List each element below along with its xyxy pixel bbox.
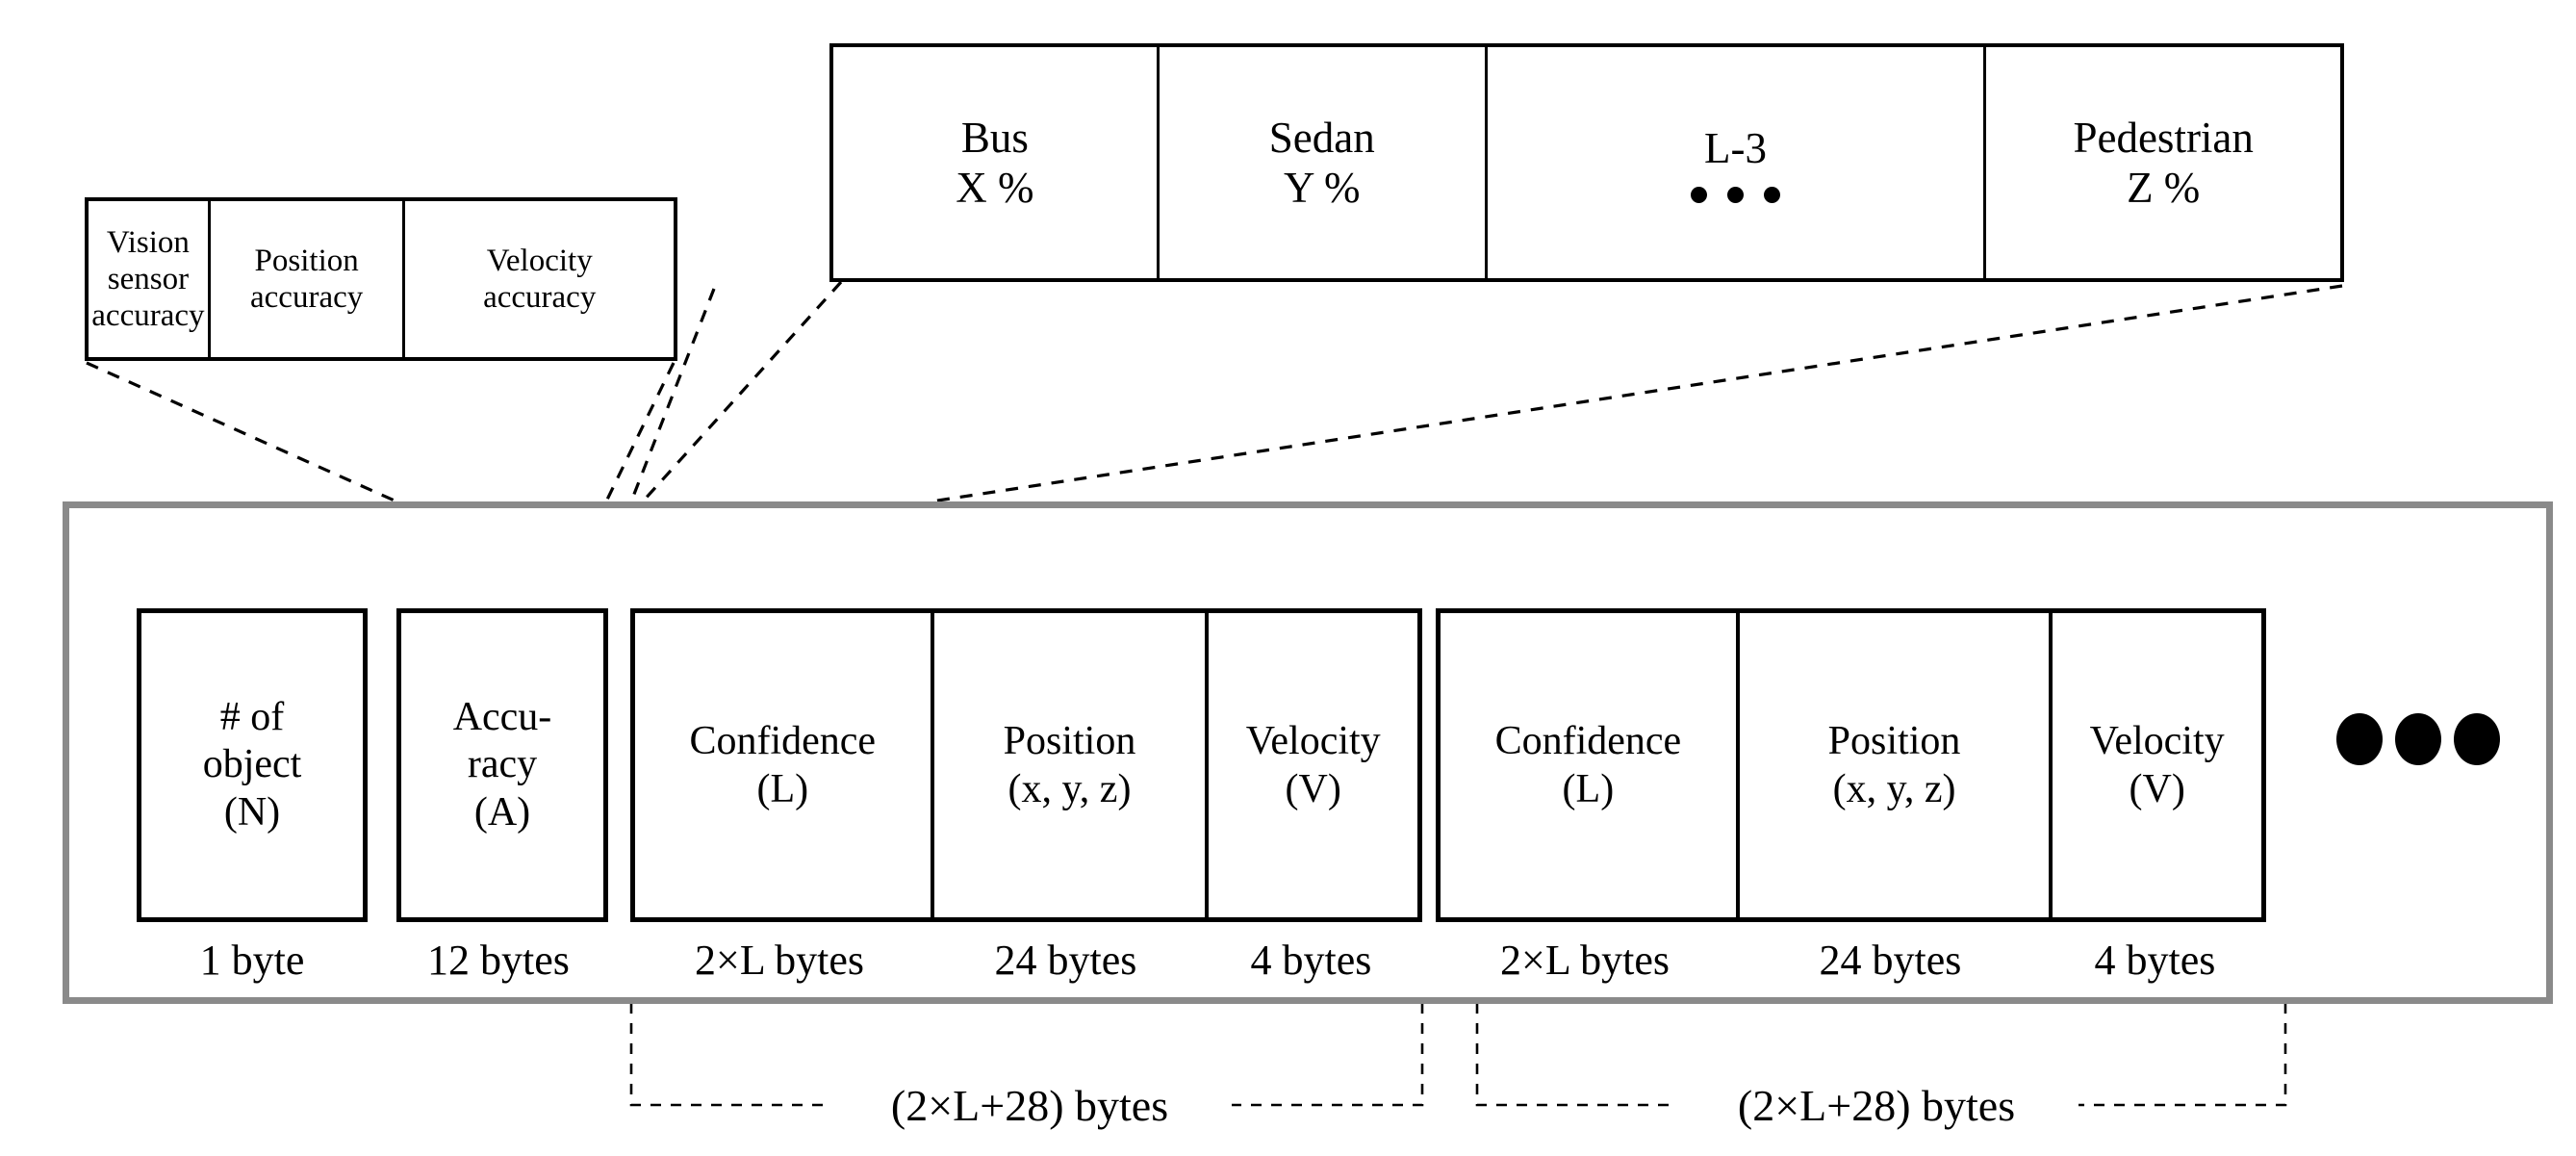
field-line: (V) xyxy=(1285,767,1341,811)
object-record-2: Confidence (L) Position (x, y, z) Veloci… xyxy=(1436,608,2266,922)
size-label-velocity-2: 4 bytes xyxy=(2094,936,2216,984)
accuracy-line: Position xyxy=(254,243,359,278)
size-label-confidence-1: 2×L bytes xyxy=(695,936,864,984)
accuracy-line: Velocity xyxy=(486,243,593,278)
field-line: Accu- xyxy=(452,694,552,739)
accuracy-line: accuracy xyxy=(91,298,205,334)
size-label-confidence-2: 2×L bytes xyxy=(1500,936,1670,984)
field-line: Position xyxy=(1827,718,1961,763)
field-line: (A) xyxy=(473,789,531,835)
classification-value: X % xyxy=(956,164,1034,212)
object-record-1: Confidence (L) Position (x, y, z) Veloci… xyxy=(630,608,1422,922)
classification-cell-bus: Bus X % xyxy=(833,47,1160,278)
classification-value: Z % xyxy=(2127,164,2201,212)
field-line: (V) xyxy=(2129,767,2185,811)
record-size-label-2: (2×L+28) bytes xyxy=(1674,1070,2079,1140)
field-line: # of xyxy=(219,694,285,739)
field-line: (L) xyxy=(1562,767,1615,811)
field-line: (L) xyxy=(756,767,809,811)
ellipsis-icon xyxy=(1691,186,1781,203)
size-label-position-2: 24 bytes xyxy=(1819,936,1962,984)
field-line: Velocity xyxy=(1245,718,1381,763)
classification-value: Y % xyxy=(1283,164,1361,212)
size-label-number-of-objects: 1 byte xyxy=(199,936,305,984)
field-line: (x, y, z) xyxy=(1832,767,1956,811)
field-accuracy: Accu- racy (A) xyxy=(396,608,608,922)
field-line: Confidence xyxy=(1494,718,1682,763)
accuracy-cell-velocity: Velocity accuracy xyxy=(405,201,674,357)
accuracy-cell-vision-sensor: Vision sensor accuracy xyxy=(89,201,211,357)
classification-cell-ellipsis: L-3 xyxy=(1488,47,1987,278)
classification-label: L-3 xyxy=(1704,123,1767,172)
field-line: (N) xyxy=(223,789,281,835)
field-confidence: Confidence (L) xyxy=(1441,613,1740,917)
record-size-label-1: (2×L+28) bytes xyxy=(828,1070,1232,1140)
field-line: Confidence xyxy=(689,718,877,763)
classification-cell-sedan: Sedan Y % xyxy=(1160,47,1488,278)
field-velocity: Velocity (V) xyxy=(2053,613,2261,917)
size-label-velocity-1: 4 bytes xyxy=(1250,936,1372,984)
field-confidence: Confidence (L) xyxy=(635,613,934,917)
field-line: Velocity xyxy=(2089,718,2225,763)
field-line: object xyxy=(202,742,302,787)
classification-label: Bus xyxy=(960,114,1029,162)
classification-cell-pedestrian: Pedestrian Z % xyxy=(1986,47,2340,278)
accuracy-strip: Vision sensor accuracy Position accuracy… xyxy=(85,197,677,361)
accuracy-line: sensor xyxy=(107,261,190,296)
classification-label: Pedestrian xyxy=(2073,114,2254,162)
field-line: (x, y, z) xyxy=(1007,767,1132,811)
size-label-position-1: 24 bytes xyxy=(994,936,1137,984)
accuracy-cell-position: Position accuracy xyxy=(211,201,406,357)
classification-label: Sedan xyxy=(1268,114,1375,162)
continuation-ellipsis-icon xyxy=(2336,712,2500,766)
field-line: Position xyxy=(1003,718,1136,763)
size-label-accuracy: 12 bytes xyxy=(427,936,570,984)
field-line: racy xyxy=(467,742,538,787)
field-position: Position (x, y, z) xyxy=(934,613,1210,917)
field-number-of-objects: # of object (N) xyxy=(137,608,368,922)
accuracy-line: accuracy xyxy=(483,280,597,315)
field-position: Position (x, y, z) xyxy=(1740,613,2053,917)
field-velocity: Velocity (V) xyxy=(1209,613,1417,917)
classification-strip: Bus X % Sedan Y % L-3 Pedestrian Z % xyxy=(829,43,2344,282)
accuracy-line: Vision xyxy=(106,224,190,260)
accuracy-line: accuracy xyxy=(250,280,364,315)
